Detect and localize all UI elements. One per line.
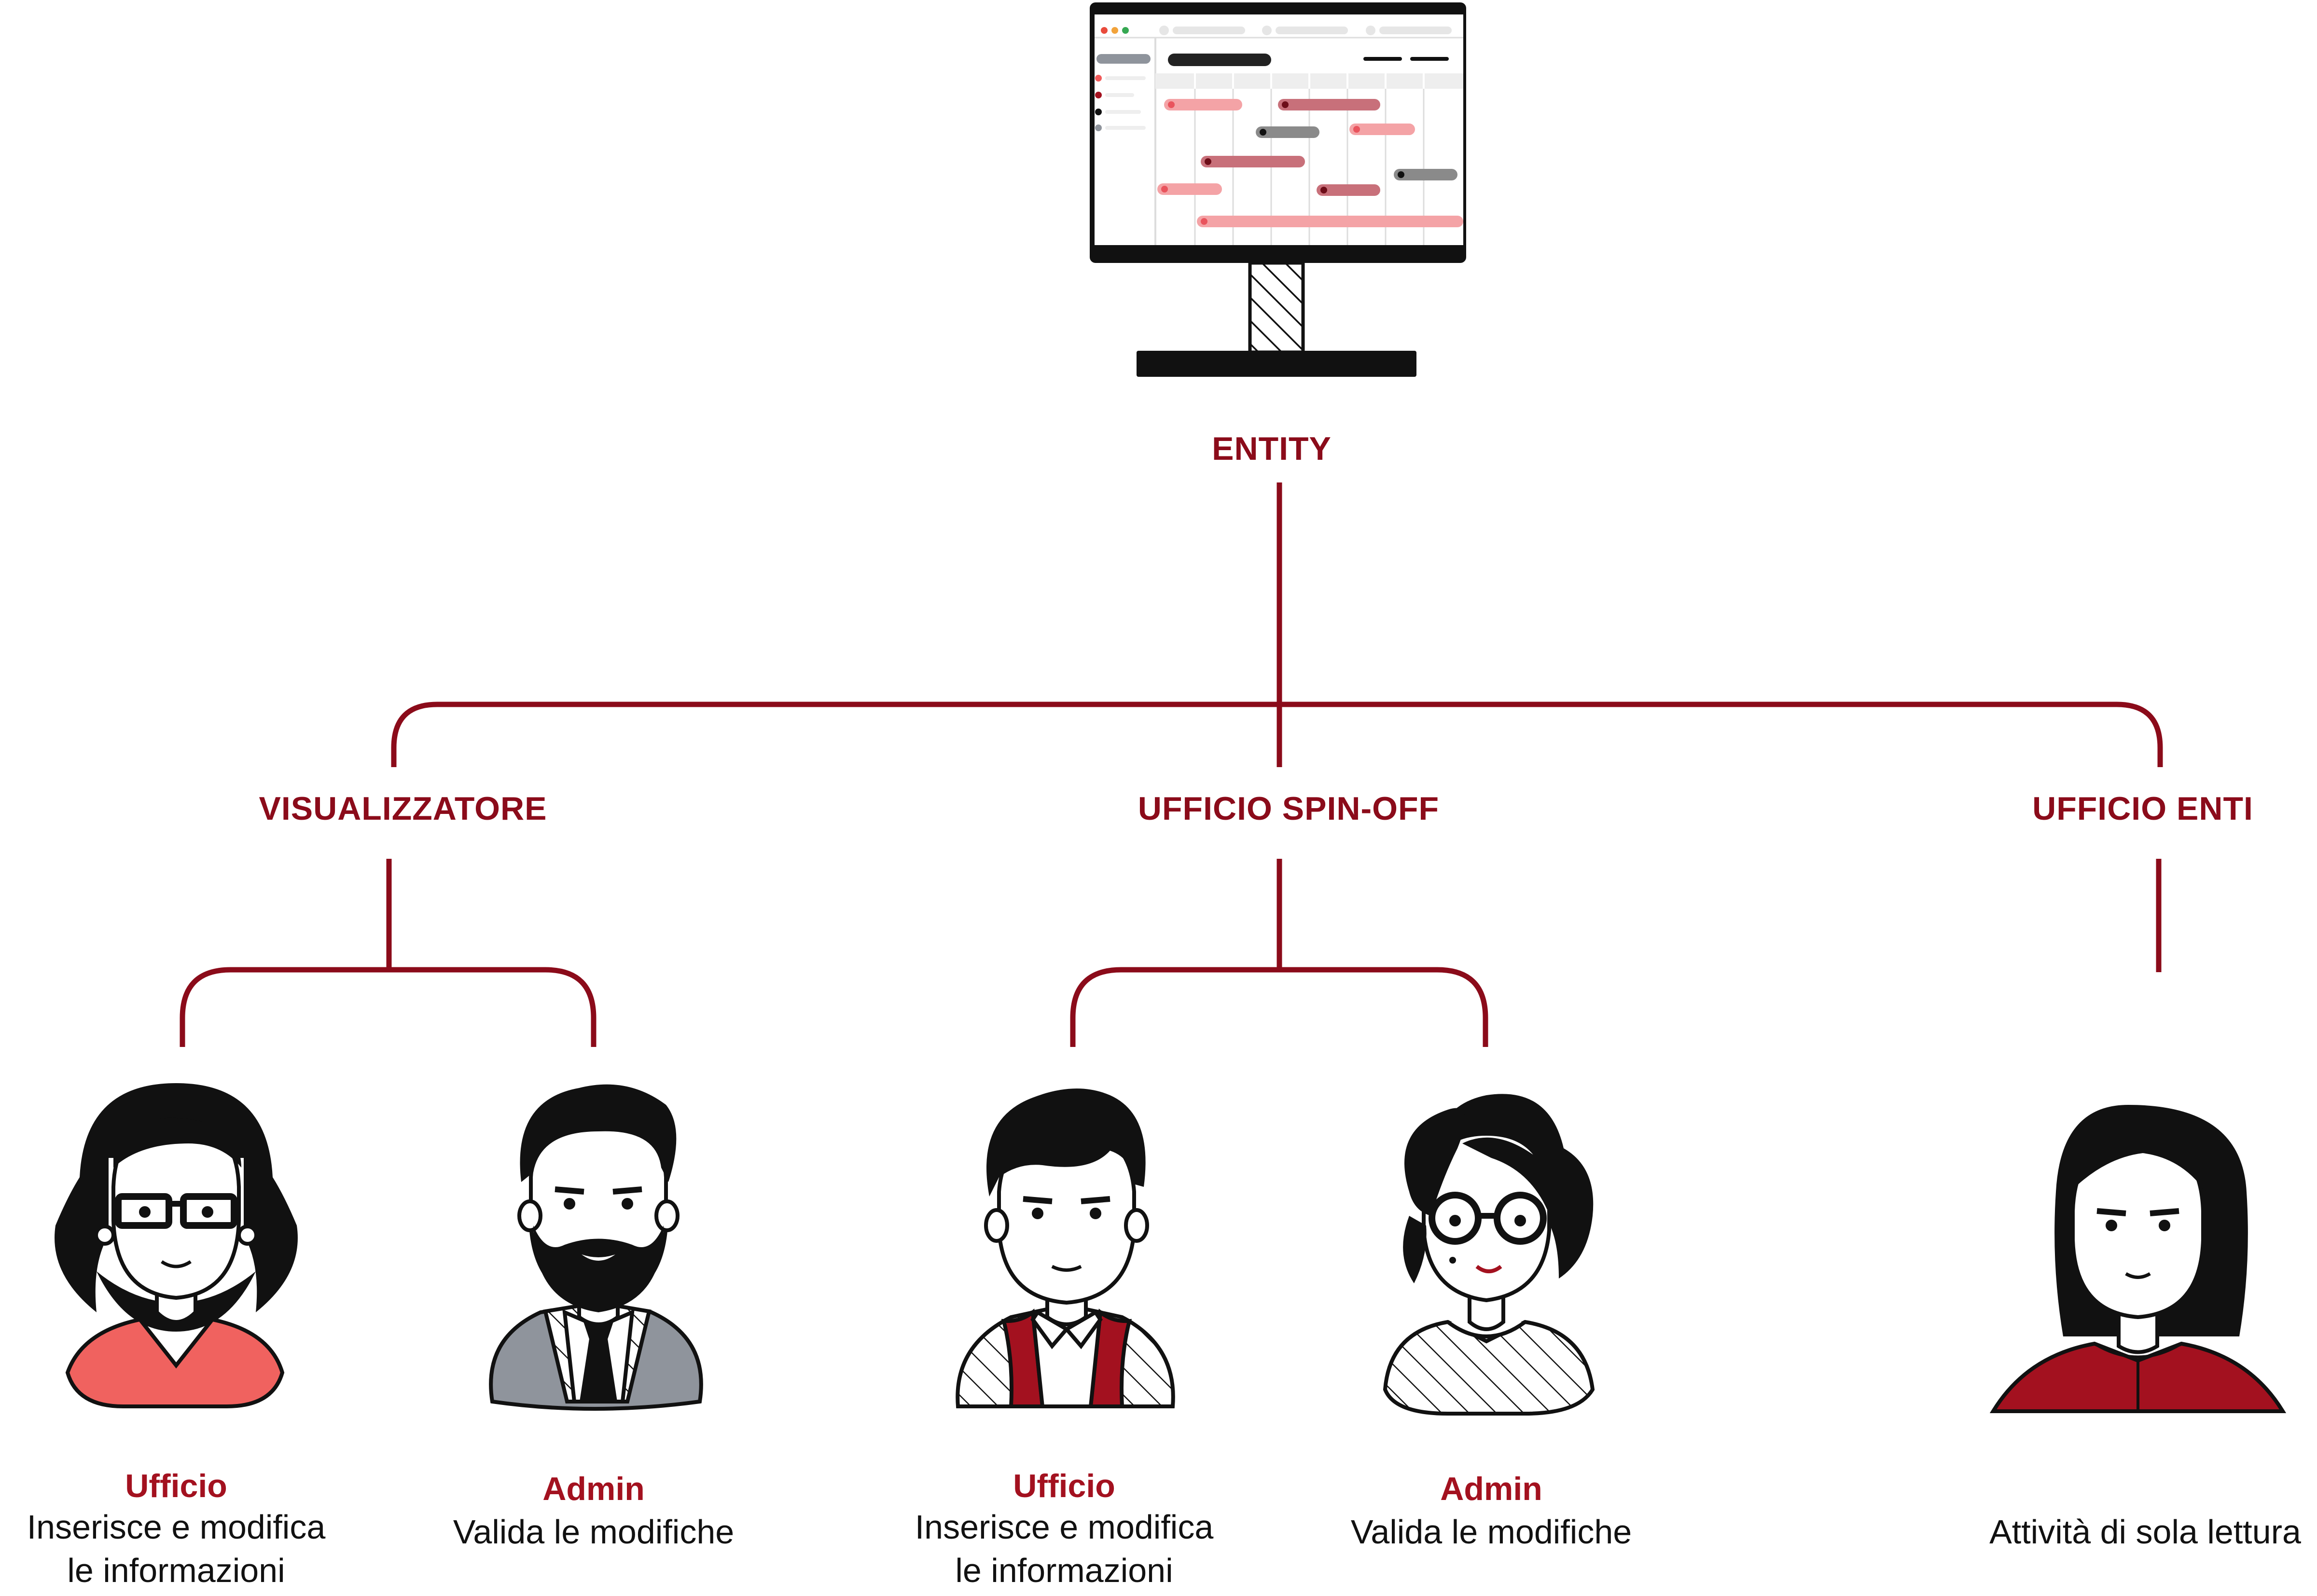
vis-admin-desc: Valida le modifiche	[453, 1513, 735, 1551]
node-ufficio-enti-label: UFFICIO ENTI	[2032, 790, 2253, 827]
enti-reader-desc: Attività di sola lettura	[1989, 1513, 2301, 1551]
node-visualizzatore-label: VISUALIZZATORE	[259, 790, 547, 827]
node-ufficio-spinoff-label: UFFICIO SPIN-OFF	[1138, 790, 1440, 827]
woman-glasses-avatar-icon	[55, 1083, 298, 1408]
vis-ufficio-desc-line1: Inserisce e modifica	[27, 1508, 326, 1546]
node-entity-label: ENTITY	[1212, 430, 1332, 467]
vis-ufficio-desc-line2: le informazioni	[67, 1552, 285, 1589]
woman-round-glasses-avatar-icon	[1383, 1094, 1595, 1416]
spin-ufficio-role: Ufficio	[1013, 1468, 1115, 1504]
vis-admin-role: Admin	[542, 1471, 645, 1507]
bearded-man-avatar-icon	[489, 1084, 703, 1411]
line-top-branch	[391, 702, 2163, 767]
vis-ufficio-role: Ufficio	[125, 1468, 227, 1504]
line-vis-branch	[180, 967, 597, 1047]
woman-long-hair-avatar-icon	[1989, 1105, 2287, 1413]
spin-ufficio-desc-line1: Inserisce e modifica	[915, 1508, 1214, 1546]
line-spin-branch	[1070, 967, 1488, 1047]
spin-admin-desc: Valida le modifiche	[1350, 1513, 1632, 1551]
young-man-avatar-icon	[956, 1088, 1175, 1408]
spin-admin-role: Admin	[1440, 1471, 1542, 1507]
spin-ufficio-desc-line2: le informazioni	[955, 1552, 1173, 1589]
